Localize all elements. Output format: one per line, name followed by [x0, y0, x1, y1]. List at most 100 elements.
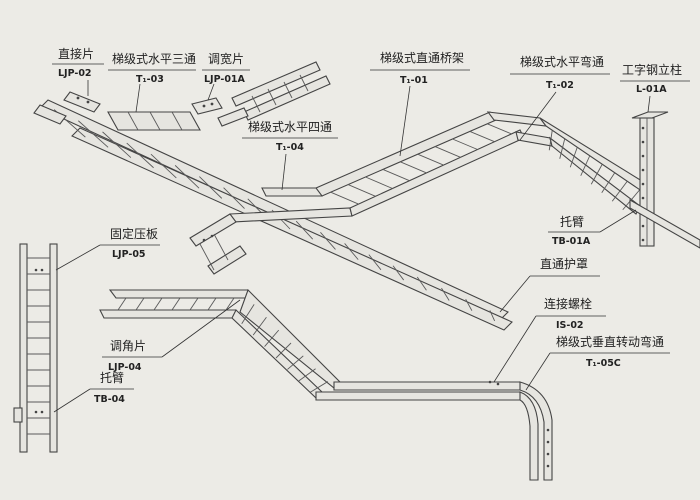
ladder-rung [365, 176, 393, 189]
ladder-rung [559, 138, 566, 159]
ladder-rung [264, 329, 280, 347]
ladder-rung [622, 189, 641, 211]
ladder-rung [569, 147, 578, 168]
bolt-hole [40, 410, 44, 414]
ladder-rung [330, 191, 359, 205]
bolt-hole [546, 464, 550, 468]
vertical-ladder-left [13, 243, 58, 453]
bolt-hole [546, 440, 550, 444]
label-straight-joint-code: LJP-02 [58, 68, 92, 79]
ladder-rung [487, 123, 512, 135]
ladder-rung [416, 276, 427, 291]
ladder-rung [153, 297, 163, 311]
bolt-hole [641, 154, 645, 158]
bolt-hole [641, 126, 645, 130]
bolt-hole [641, 238, 645, 242]
bolt-hole [34, 268, 38, 272]
ladder-rung [441, 287, 450, 301]
bolt-hole [546, 452, 550, 456]
ladder-rung [400, 161, 427, 174]
ladder-rung [417, 153, 444, 166]
label-bracket-right-code: TB-01A [552, 236, 591, 247]
label-i-beam-column: 工字钢立柱 L-01A [620, 62, 690, 113]
ladder-rung [117, 297, 127, 311]
bolt-hole [641, 224, 645, 228]
ladder-rung [126, 142, 154, 169]
ladder-rung [199, 176, 223, 199]
label-bracket-left-name: 托臂 [100, 371, 124, 385]
bolt-hole [34, 410, 38, 414]
label-horizontal-tee-code: T₁-03 [136, 74, 164, 85]
bolt-hole [641, 140, 645, 144]
bolt-hole [641, 168, 645, 172]
label-angle-plate: 调角片 LJP-04 [102, 299, 241, 373]
ladder-rung [174, 165, 200, 189]
label-horizontal-cross-name: 梯级式水平四通 [248, 120, 332, 134]
ladder-rung [469, 130, 495, 143]
label-fixing-plate-name: 固定压板 [110, 226, 158, 241]
ladder-rung [275, 342, 292, 359]
ladder-rung [225, 297, 235, 311]
ladder-rung [310, 381, 329, 393]
ladder-rung [171, 297, 181, 311]
label-bracket-right: 托臂 TB-01A [548, 209, 637, 247]
label-width-adjust: 调宽片 LJP-01A [202, 51, 250, 101]
lower-tray-path [99, 289, 553, 481]
ladder-rung [368, 254, 382, 271]
width-adjust-plate-part [191, 97, 223, 115]
small-plate-right-part [217, 107, 249, 127]
label-i-beam-column-code: L-01A [636, 84, 667, 95]
label-straight-tray-code: T₁-01 [400, 75, 428, 86]
label-horizontal-tee: 梯级式水平三通 T₁-03 [108, 52, 196, 113]
label-vertical-elbow-name: 梯级式垂直转动弯通 [556, 334, 664, 349]
top-short-ladder [231, 61, 331, 121]
ladder-rung [223, 187, 245, 209]
label-connecting-bolt: 连接螺栓 IS-02 [493, 296, 606, 383]
straight-joint-plate-part [63, 91, 101, 113]
cross-junction [189, 111, 525, 275]
ladder-rung [150, 153, 177, 179]
label-horizontal-tee-name: 梯级式水平三通 [112, 52, 196, 66]
label-fixing-plate-code: LJP-05 [112, 249, 146, 260]
bolt-hole [641, 182, 645, 186]
ladder-rung [320, 232, 336, 250]
bolt-hole [546, 428, 550, 432]
ladder-rung [434, 146, 461, 158]
label-connecting-bolt-code: IS-02 [556, 320, 584, 331]
label-horizontal-elbow-code: T₁-02 [546, 80, 574, 91]
ladder-rung [548, 130, 553, 151]
ladder-rung [298, 368, 316, 382]
ladder-rung [590, 164, 603, 185]
label-horizontal-cross: 梯级式水平四通 T₁-04 [242, 120, 338, 191]
label-layer: 直接片 LJP-02 梯级式水平三通 T₁-03 调宽片 LJP-01A 梯级式… [52, 46, 690, 413]
label-straight-joint-name: 直接片 [58, 46, 94, 61]
label-horizontal-elbow-name: 梯级式水平弯通 [520, 54, 604, 69]
ladder-rung [601, 172, 616, 193]
tee-fitting-part [107, 111, 201, 131]
label-straight-joint: 直接片 LJP-02 [52, 46, 104, 96]
bolt-hole [40, 268, 44, 272]
i-beam-column-part [629, 111, 700, 249]
ladder-rung [207, 297, 217, 311]
ladder-rung [347, 184, 376, 197]
ladder-rung [465, 299, 473, 311]
label-fixing-plate: 固定压板 LJP-05 [55, 226, 160, 271]
label-i-beam-column-name: 工字钢立柱 [622, 62, 682, 77]
label-bracket-left: 托臂 TB-04 [53, 371, 134, 413]
label-angle-plate-name: 调角片 [110, 339, 146, 353]
ladder-rung [611, 180, 628, 202]
label-straight-tray-name: 梯级式直通桥架 [380, 51, 464, 65]
label-connecting-bolt-name: 连接螺栓 [544, 296, 592, 311]
label-angle-plate-code: LJP-04 [108, 362, 142, 373]
label-horizontal-elbow: 梯级式水平弯通 T₁-02 [510, 54, 610, 141]
label-straight-tray: 梯级式直通桥架 T₁-01 [370, 51, 470, 157]
ladder-rung [392, 265, 405, 281]
ladder-rung [287, 355, 304, 370]
ladder-rung [189, 297, 199, 311]
small-plate-part [33, 104, 67, 125]
ladder-rung [102, 131, 132, 158]
ladder-rung [382, 168, 410, 182]
label-straight-cover-name: 直通护罩 [540, 257, 588, 271]
ladder-rung [344, 243, 359, 260]
